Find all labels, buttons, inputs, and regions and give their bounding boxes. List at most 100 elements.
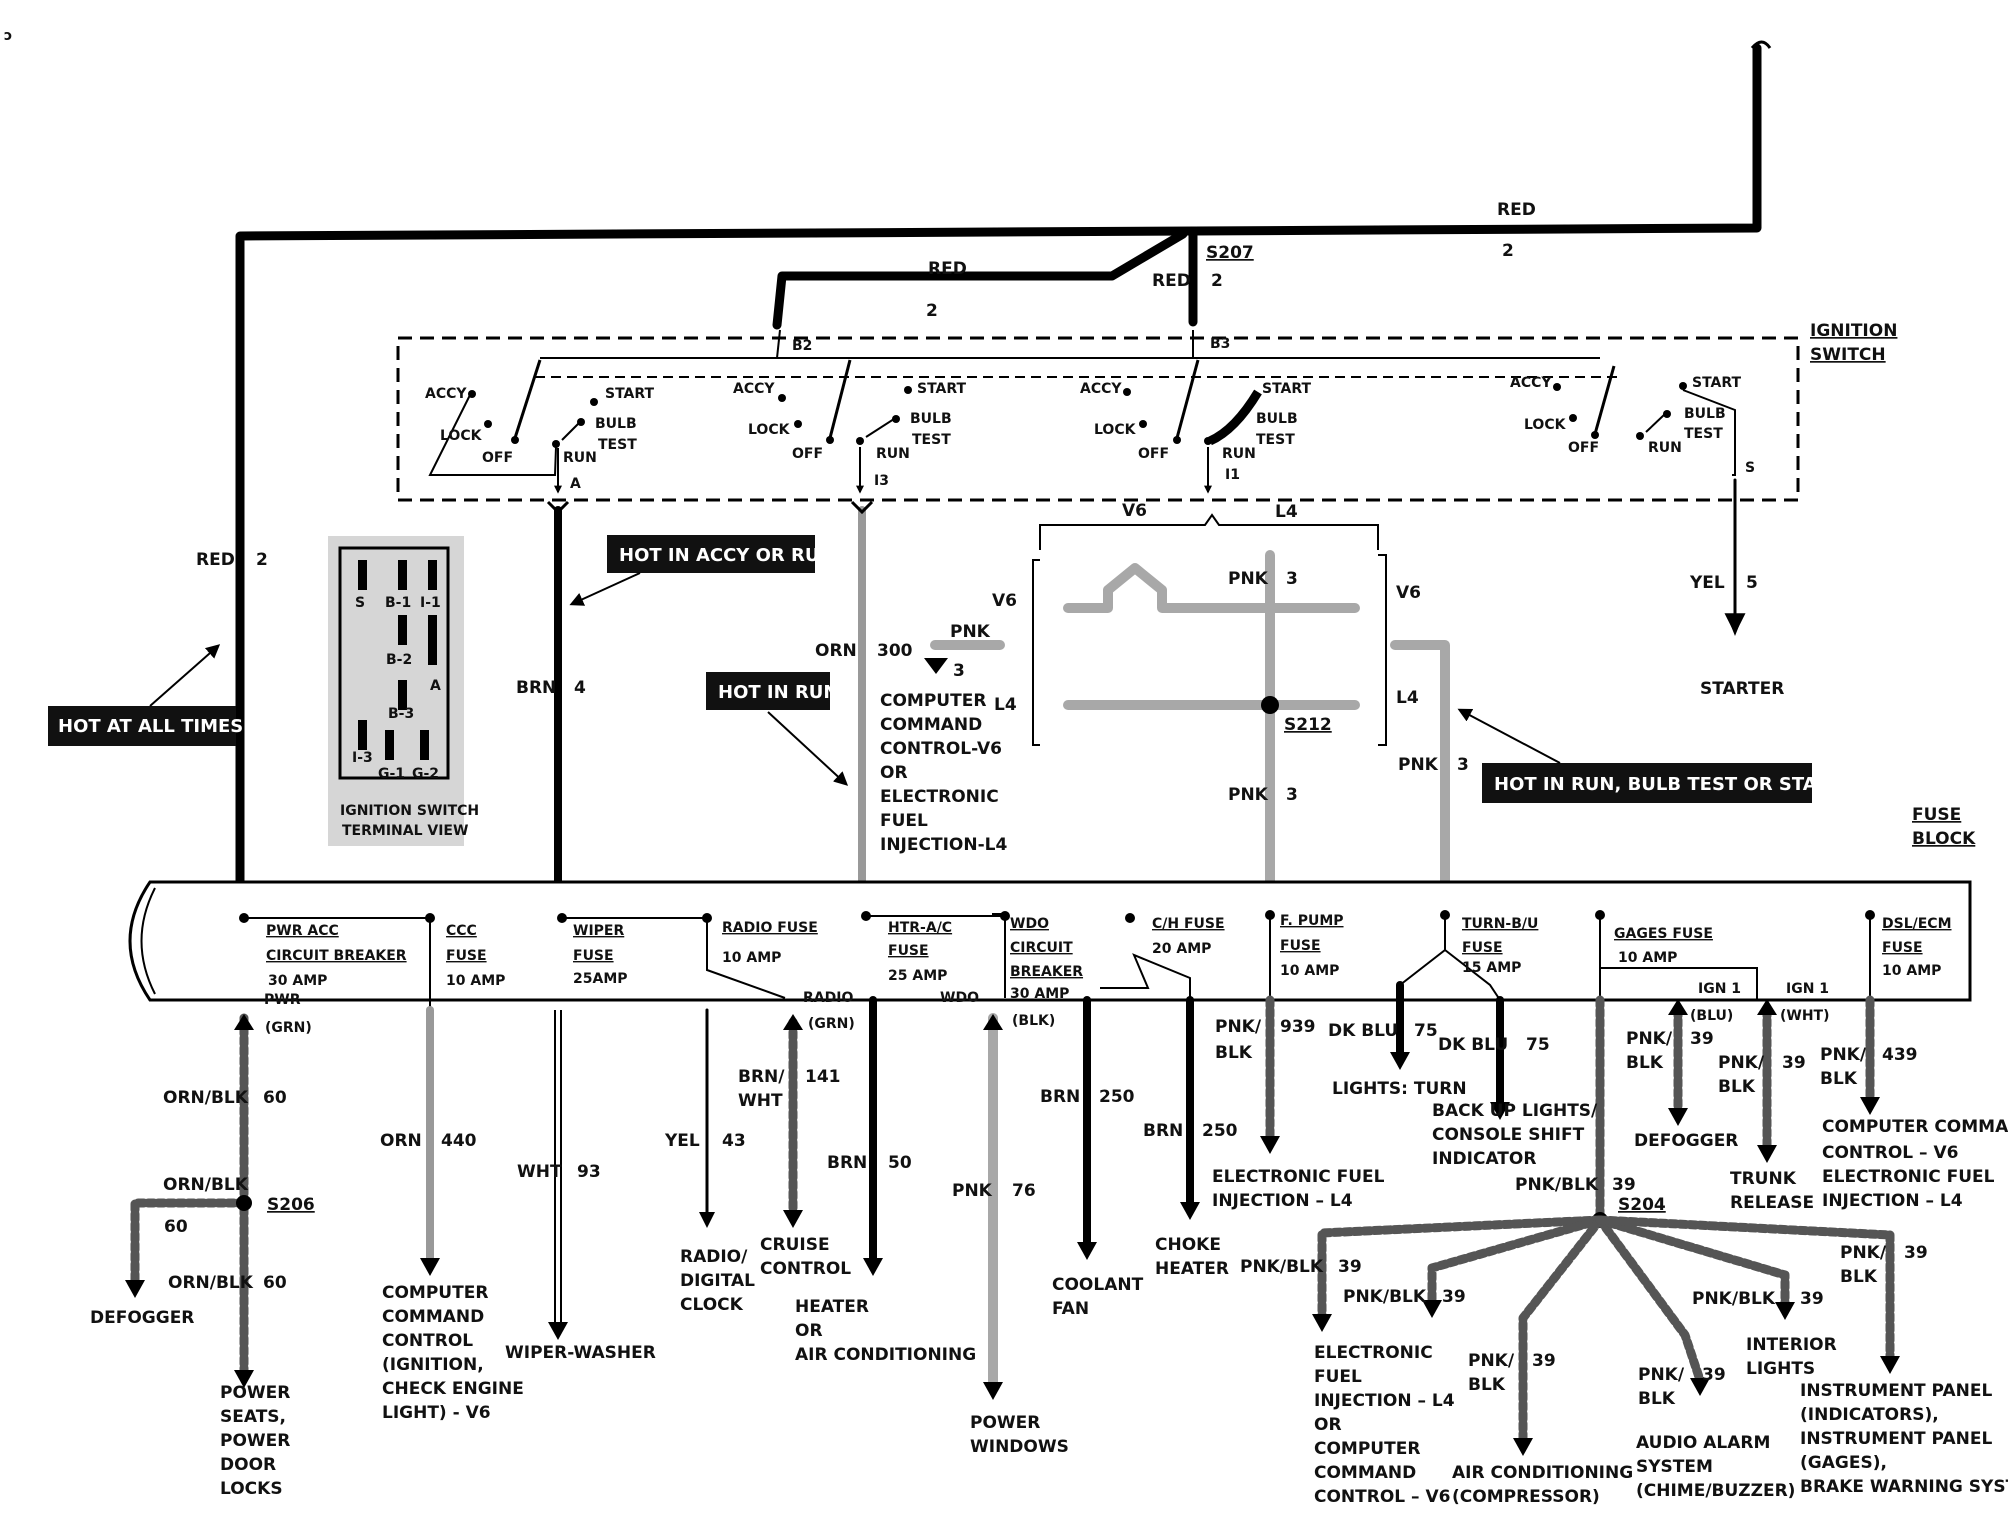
svg-text:TEST: TEST — [912, 432, 951, 448]
svg-text:BLK: BLK — [1468, 1375, 1506, 1395]
svg-text:CONTROL: CONTROL — [382, 1331, 473, 1351]
svg-text:PNK/: PNK/ — [1626, 1029, 1673, 1049]
svg-text:CLOCK: CLOCK — [680, 1295, 744, 1315]
svg-text:PNK/BLK: PNK/BLK — [1343, 1287, 1427, 1307]
svg-text:IGN 1: IGN 1 — [1786, 981, 1829, 997]
svg-text:CONTROL: CONTROL — [760, 1259, 851, 1279]
svg-text:COMMAND: COMMAND — [1314, 1463, 1416, 1483]
svg-text:39: 39 — [1690, 1029, 1714, 1049]
svg-text:INJECTION-L4: INJECTION-L4 — [880, 835, 1007, 855]
svg-text:BLK: BLK — [1638, 1389, 1676, 1409]
svg-text:ACCY: ACCY — [1510, 375, 1552, 391]
terminal-a: A — [570, 476, 581, 492]
wire-label-yel5-num: 5 — [1746, 573, 1758, 593]
brace-v6-top: V6 — [1122, 501, 1147, 521]
svg-text:DK BLU: DK BLU — [1438, 1035, 1508, 1055]
svg-text:LOCKS: LOCKS — [220, 1479, 283, 1499]
svg-text:PNK/: PNK/ — [1840, 1243, 1887, 1263]
svg-text:CONTROL – V6: CONTROL – V6 — [1314, 1487, 1450, 1507]
wire-label-yel5: YEL — [1689, 573, 1725, 593]
svg-text:INJECTION – L4: INJECTION – L4 — [1822, 1191, 1963, 1211]
svg-text:RELEASE: RELEASE — [1730, 1193, 1814, 1213]
svg-text:RUN: RUN — [563, 450, 597, 466]
svg-text:INJECTION – L4: INJECTION – L4 — [1212, 1191, 1353, 1211]
svg-text:PWR ACC: PWR ACC — [266, 923, 339, 939]
svg-text:RUN: RUN — [1222, 446, 1256, 462]
svg-text:(GRN): (GRN) — [265, 1020, 312, 1036]
svg-text:LOCK: LOCK — [1524, 417, 1567, 433]
svg-text:COMPUTER: COMPUTER — [1314, 1439, 1420, 1459]
svg-text:93: 93 — [577, 1162, 601, 1182]
svg-text:(BLK): (BLK) — [1012, 1013, 1055, 1029]
svg-text:60: 60 — [263, 1088, 287, 1108]
svg-text:FUEL: FUEL — [880, 811, 928, 831]
svg-text:IGN 1: IGN 1 — [1698, 981, 1741, 997]
svg-text:COMPUTER COMMAND: COMPUTER COMMAND — [1822, 1117, 2008, 1137]
svg-text:TERMINAL VIEW: TERMINAL VIEW — [342, 823, 468, 839]
svg-text:TEST: TEST — [1684, 426, 1723, 442]
ignition-feed-wires — [546, 478, 1746, 886]
svg-text:START: START — [917, 381, 967, 397]
svg-text:15 AMP: 15 AMP — [1462, 960, 1521, 976]
svg-text:(GAGES),: (GAGES), — [1800, 1453, 1887, 1473]
svg-text:ELECTRONIC: ELECTRONIC — [880, 787, 999, 807]
svg-text:(INDICATORS),: (INDICATORS), — [1800, 1405, 1939, 1425]
svg-text:250: 250 — [1099, 1087, 1135, 1107]
load-lights-turn: LIGHTS: TURN — [1332, 1079, 1467, 1099]
ignition-switch-title-1: IGNITION — [1810, 321, 1897, 341]
computer-note: COMPUTER COMMAND CONTROL-V6 OR ELECTRONI… — [880, 691, 1007, 855]
svg-text:WDO: WDO — [1010, 916, 1049, 932]
svg-text:CONTROL-V6: CONTROL-V6 — [880, 739, 1002, 759]
svg-text:WIPER: WIPER — [573, 923, 624, 939]
corner-mark: ɔ — [4, 28, 12, 44]
svg-text:COMMAND: COMMAND — [382, 1307, 484, 1327]
terminal-b3: B3 — [1210, 336, 1230, 352]
svg-text:PNK/: PNK/ — [1215, 1017, 1262, 1037]
svg-text:30 AMP: 30 AMP — [1010, 986, 1069, 1002]
svg-text:CIRCUIT BREAKER: CIRCUIT BREAKER — [266, 948, 407, 964]
svg-text:BULB: BULB — [595, 416, 637, 432]
svg-text:COOLANT: COOLANT — [1052, 1275, 1144, 1295]
svg-text:WHT: WHT — [517, 1162, 562, 1182]
svg-text:GAGES FUSE: GAGES FUSE — [1614, 926, 1713, 942]
svg-text:SEATS,: SEATS, — [220, 1407, 286, 1427]
wire-label-pnk3b: PNK — [1228, 569, 1269, 589]
svg-text:COMPUTER: COMPUTER — [880, 691, 986, 711]
load-defogger-left: DEFOGGER — [90, 1308, 194, 1328]
svg-text:39: 39 — [1532, 1351, 1556, 1371]
wire-label-red-top-num: 2 — [1502, 241, 1514, 261]
load-choke-heater: CHOKE HEATER — [1155, 1235, 1229, 1279]
svg-text:OFF: OFF — [792, 446, 823, 462]
svg-text:INSTRUMENT PANEL: INSTRUMENT PANEL — [1800, 1381, 1992, 1401]
svg-text:75: 75 — [1526, 1035, 1550, 1055]
svg-text:INSTRUMENT PANEL: INSTRUMENT PANEL — [1800, 1429, 1992, 1449]
svg-text:PNK/: PNK/ — [1718, 1053, 1765, 1073]
svg-text:OFF: OFF — [482, 450, 513, 466]
terminal-b2: B2 — [792, 338, 812, 354]
engine-option-wiring — [924, 513, 1450, 887]
svg-text:39: 39 — [1904, 1243, 1928, 1263]
wire-label-red-left-num: 2 — [926, 301, 938, 321]
svg-text:HEATER: HEATER — [1155, 1259, 1229, 1279]
wire-label-orn300: ORN — [815, 641, 857, 661]
callout-hot-at-all-times: HOT AT ALL TIMES — [48, 644, 243, 746]
svg-text:CHOKE: CHOKE — [1155, 1235, 1221, 1255]
svg-text:FUSE: FUSE — [888, 943, 929, 959]
svg-text:PNK/: PNK/ — [1820, 1045, 1867, 1065]
brace-l4-left: L4 — [994, 695, 1017, 715]
svg-text:ORN: ORN — [380, 1131, 422, 1151]
wire-label-brn4-num: 4 — [574, 678, 586, 698]
wire-label-pnk3c: PNK — [1228, 785, 1269, 805]
svg-text:AUDIO ALARM: AUDIO ALARM — [1636, 1433, 1770, 1453]
svg-text:39: 39 — [1442, 1287, 1466, 1307]
